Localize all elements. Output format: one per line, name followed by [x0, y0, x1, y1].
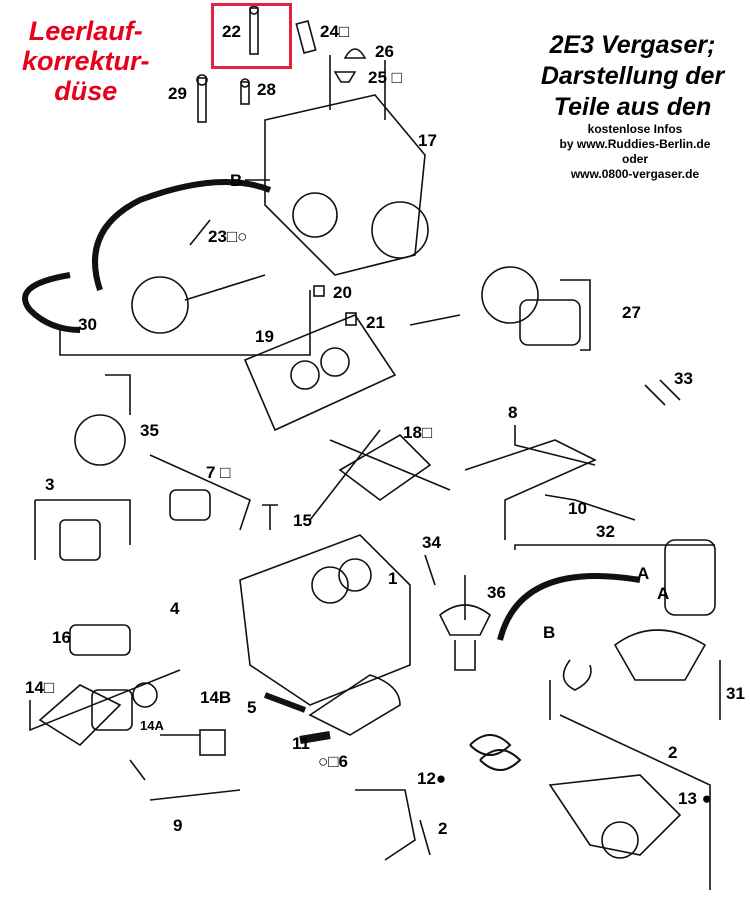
callout-9: 9 [173, 816, 183, 835]
highlight-frame [211, 3, 292, 69]
part-30-hose [92, 179, 272, 291]
callout-3: 3 [45, 475, 55, 494]
part-19-vacuum-unit [59, 274, 311, 356]
part-17-carburetor-top [245, 55, 429, 276]
title-line: Darstellung der [540, 62, 725, 90]
callout-26: 26 [375, 42, 394, 61]
callout-2: 2 [438, 819, 448, 838]
callout-32: 32 [596, 522, 615, 541]
callout-30: 30 [78, 315, 97, 334]
part-36-diaphragm [438, 575, 492, 671]
callout-b: B [230, 171, 243, 190]
callout-a: A [657, 584, 670, 603]
callout-5: 5 [247, 698, 257, 717]
part-9-harness [129, 729, 241, 801]
callout-6: ○□6 [318, 752, 348, 771]
gasket [243, 314, 397, 432]
part-24-sleeve [295, 19, 317, 55]
callout-21: 21 [366, 313, 385, 332]
part-26-cap [343, 48, 367, 59]
part-2-lever-left [355, 789, 431, 861]
callout-16: 16 [52, 628, 71, 647]
callout-35: 35 [140, 421, 159, 440]
callout-29: 29 [168, 84, 187, 103]
callout-25: 25 □ [368, 68, 402, 87]
part-10-wire [544, 494, 636, 521]
source-info: kostenlose Infos by www.Ruddies-Berlin.d… [535, 122, 735, 182]
callout-24: 24□ [320, 22, 350, 41]
highlight-line: korrektur- [22, 46, 150, 76]
callout-15: 15 [293, 511, 312, 530]
callout-13: 13 ● [678, 789, 712, 808]
callout-12: 12● [417, 769, 447, 788]
part-22-jet [249, 5, 259, 55]
part-16-solenoid [69, 624, 131, 656]
callout-20: 20 [333, 283, 352, 302]
callout-31: 31 [726, 684, 745, 703]
highlight-label: Leerlauf- korrektur- düse [22, 16, 150, 106]
callout-17: 17 [418, 131, 437, 150]
callout-34: 34 [422, 533, 441, 552]
part-35-vacuum [74, 374, 131, 466]
callout-b: B [543, 623, 556, 642]
part-25-valve [333, 71, 357, 83]
callout-36: 36 [487, 583, 506, 602]
callout-28: 28 [257, 80, 276, 99]
callout-7: 7 □ [206, 463, 231, 482]
callout-14a: 14A [140, 718, 164, 733]
part-8-bracket [464, 425, 597, 540]
callout-18: 18□ [403, 423, 433, 442]
callout-4: 4 [170, 599, 180, 618]
part-18-float [309, 429, 451, 521]
callout-23: 23□○ [208, 227, 248, 246]
info-line: by www.Ruddies-Berlin.de [559, 137, 711, 151]
callout-11: 11 [292, 734, 310, 753]
callout-14b: 14B [200, 688, 232, 707]
part-2-lever-right [548, 714, 711, 890]
callout-33: 33 [674, 369, 693, 388]
spring [469, 734, 522, 771]
callout-22: 22 [222, 22, 241, 41]
part-3-lever [34, 499, 131, 561]
part-27-choke-unit [409, 266, 591, 351]
callout-19: 19 [255, 327, 274, 346]
info-line: www.0800-vergaser.de [570, 167, 700, 181]
part-15 [262, 504, 278, 530]
part-32-bowl [497, 539, 716, 641]
hose-left [22, 272, 81, 333]
callout-2: 2 [668, 743, 678, 762]
part-34-sensor [424, 554, 436, 586]
part-31-vacuum-unit [549, 629, 721, 720]
highlight-line: Leerlauf- [28, 16, 143, 46]
title-line: 2E3 Vergaser; [549, 31, 716, 59]
callout-10: 10 [568, 499, 587, 518]
callout-a: A [637, 564, 650, 583]
part-1-carburetor-body [239, 534, 411, 744]
title-line: Teile aus den [553, 93, 712, 121]
callout-1: 1 [388, 569, 398, 588]
diagram-title: 2E3 Vergaser; Darstellung der Teile aus … [520, 30, 745, 123]
part-23-pin [189, 219, 211, 246]
callout-8: 8 [508, 403, 518, 422]
highlight-line: düse [54, 76, 118, 106]
info-line: oder [621, 152, 648, 166]
part-7-valve [149, 454, 251, 531]
callout-27: 27 [622, 303, 641, 322]
part-29-screw [196, 74, 208, 123]
part-28-screw [240, 78, 250, 105]
callout-14: 14□ [25, 678, 55, 697]
part-14-unit [29, 669, 181, 747]
part-33-switch [644, 379, 681, 406]
info-line: kostenlose Infos [587, 122, 683, 136]
